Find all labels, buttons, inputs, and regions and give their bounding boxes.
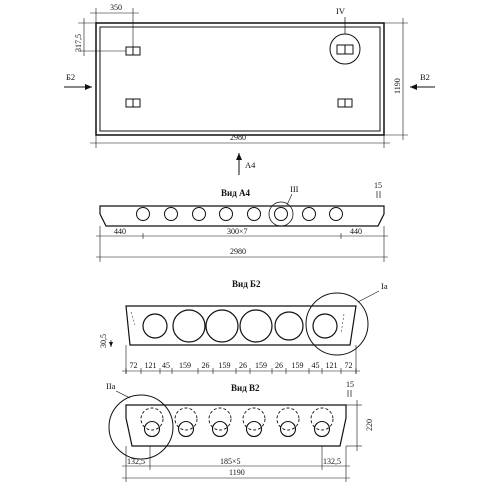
dim-b2-segment: 159 [255,361,267,370]
dim-317-5: 317,5 [74,34,83,52]
void-outline-dashed [242,407,266,431]
dim-1190-v2: 1190 [229,468,245,477]
void-opening-solid [211,420,229,438]
dim-300x7: 300×7 [227,227,248,236]
arrow-v2: В2 [410,72,435,90]
dim-350: 350 [110,3,122,12]
slab-end-profile-b2 [125,305,357,346]
dim-b2-segment: 26 [239,361,247,370]
dim-b2-segment: 45 [162,361,170,370]
void-opening [192,207,206,221]
void-openings-v2 [140,407,334,438]
void-circle [205,309,239,343]
lifting-loop-bottom-left [125,98,141,108]
arrow-b2: Б2 [64,72,92,90]
lifting-loop-top-right [336,44,354,55]
slope-mark-v2 [347,390,352,397]
dim-b2-segment: 159 [179,361,191,370]
dim-b2-segment: 72 [345,361,353,370]
plan-view: IV 350 317,5 2980 1190 Б2 В2 [64,3,435,175]
dim-440-left: 440 [114,227,126,236]
void-opening-solid [279,420,297,438]
view-b2: Вид Б2 Iа 30,5 72 121 45 159 26 159 26 159 26 159… [99,279,388,374]
slab-outline-outer [95,22,385,136]
dim-b2-segment: 121 [145,361,157,370]
view-a4: Вид А4 III 15 440 300×7 440 2980 [96,181,388,262]
detail-circle-ia [305,292,369,356]
dim-b2-segment: 26 [275,361,283,370]
dim-440-right: 440 [350,227,362,236]
side-tick-b2 [109,340,113,347]
svg-text:А4: А4 [245,160,256,170]
dim-b2-segment: 26 [202,361,210,370]
hatch-ends-b2 [130,311,345,335]
void-outline-dashed [310,407,334,431]
void-outline-dashed [174,407,198,431]
slab-side-profile [99,205,385,227]
view-a4-title: Вид А4 [221,188,250,198]
dim-185x5: 185×5 [220,457,241,466]
view-v2-title: Вид В2 [231,383,260,393]
void-circle [312,313,338,339]
callout-iii: III [290,184,299,194]
slope-15-v2: 15 [346,380,354,389]
void-opening [302,207,316,221]
void-circle [142,313,168,339]
callout-iia: IIа [106,381,116,391]
dim-1190-plan: 1190 [393,78,402,94]
void-circle [239,309,273,343]
void-circle [172,309,206,343]
detail-circle-iia [108,394,174,460]
slab-outline-inner [99,26,381,132]
void-opening-solid [245,420,263,438]
void-opening-solid [177,420,195,438]
callout-iv: IV [336,6,346,16]
dim-b2-segment: 159 [219,361,231,370]
dim-b2-segment: 159 [292,361,304,370]
arrow-a4: А4 [236,153,256,175]
void-opening [164,207,178,221]
void-outline-dashed [140,407,164,431]
dim-220: 220 [365,419,374,431]
dim-2980-a4: 2980 [230,247,246,256]
dim-132-5-right: 132,5 [323,457,341,466]
detail-circle-iii [268,201,294,227]
dim-b2-segment: 45 [312,361,320,370]
void-opening-solid [143,420,161,438]
void-outline-dashed [276,407,300,431]
slope-15-a4: 15 [374,181,382,190]
view-v2: Вид В2 IIа 15 220 132,5 185×5 132,5 1190 [106,380,374,482]
void-openings-b2 [142,309,338,343]
dim-30-5: 30,5 [99,334,108,348]
void-opening-solid [313,420,331,438]
void-opening [219,207,233,221]
slope-mark-a4 [376,191,381,198]
lifting-loop-bottom-right [337,98,353,108]
dim-2980-plan: 2980 [230,133,246,142]
void-opening [136,207,150,221]
lifting-loop-top-left [125,46,141,56]
dim-132-5-left: 132,5 [127,457,145,466]
dim-chain-b2: 72 121 45 159 26 159 26 159 26 159 45 121 72 [125,361,357,374]
svg-text:В2: В2 [420,72,430,82]
view-b2-title: Вид Б2 [232,279,261,289]
void-circle [274,311,304,341]
callout-ia: Iа [381,281,388,291]
void-openings-a4 [136,207,343,221]
dim-b2-segment: 121 [326,361,338,370]
svg-text:Б2: Б2 [66,72,75,82]
void-opening [329,207,343,221]
dim-b2-segment: 72 [130,361,138,370]
void-opening [247,207,261,221]
void-outline-dashed [208,407,232,431]
void-opening [274,207,288,221]
